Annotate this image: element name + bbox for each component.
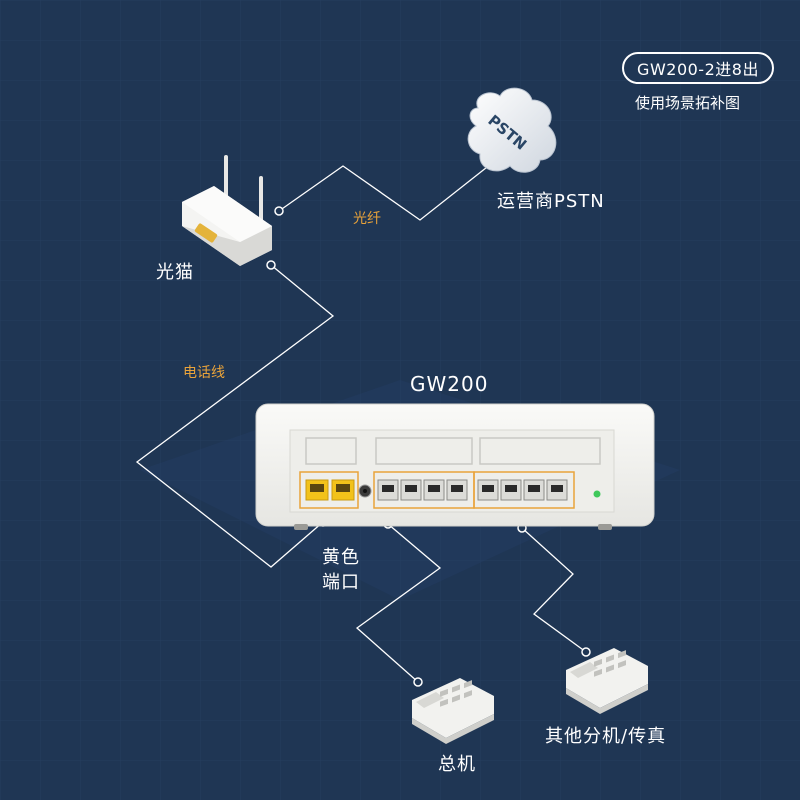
extension-label: 其他分机/传真 (545, 726, 667, 747)
fiber-label: 光纤 (353, 211, 381, 227)
yellow-port-frame (299, 471, 359, 509)
extension-phone-icon (566, 648, 648, 714)
gateway-device (255, 403, 655, 530)
main-phone-label: 总机 (438, 754, 476, 775)
label-frames (305, 437, 601, 465)
node-ext-phone (581, 647, 591, 657)
yellow-port-label-line2: 端口 (322, 572, 360, 593)
node-main-phone (413, 677, 423, 687)
gateway-label: GW200 (410, 372, 489, 396)
model-badge: GW200-2进8出 (622, 52, 774, 84)
node-router-fiber (274, 206, 284, 216)
phone-line-label: 电话线 (183, 365, 225, 381)
main-phone-icon (412, 678, 494, 744)
fxs-ports (377, 479, 568, 501)
fxs-group-2-frame (473, 471, 575, 509)
main-phone-line (355, 523, 442, 683)
yellow-port-label-line1: 黄色 (322, 547, 360, 568)
diagram-subtitle: 使用场景拓补图 (635, 94, 741, 112)
router-icon (182, 155, 272, 266)
router-label: 光猫 (156, 262, 194, 283)
phone-line-link (135, 264, 335, 568)
fiber-link-line (278, 159, 497, 221)
yellow-ports (305, 479, 355, 501)
extension-line (521, 527, 587, 653)
connection-lines (135, 159, 587, 683)
status-led (593, 490, 601, 498)
pstn-label: 运营商PSTN (497, 191, 605, 212)
node-router-phone (266, 260, 276, 270)
pstn-cloud-icon: PSTN (467, 87, 557, 173)
